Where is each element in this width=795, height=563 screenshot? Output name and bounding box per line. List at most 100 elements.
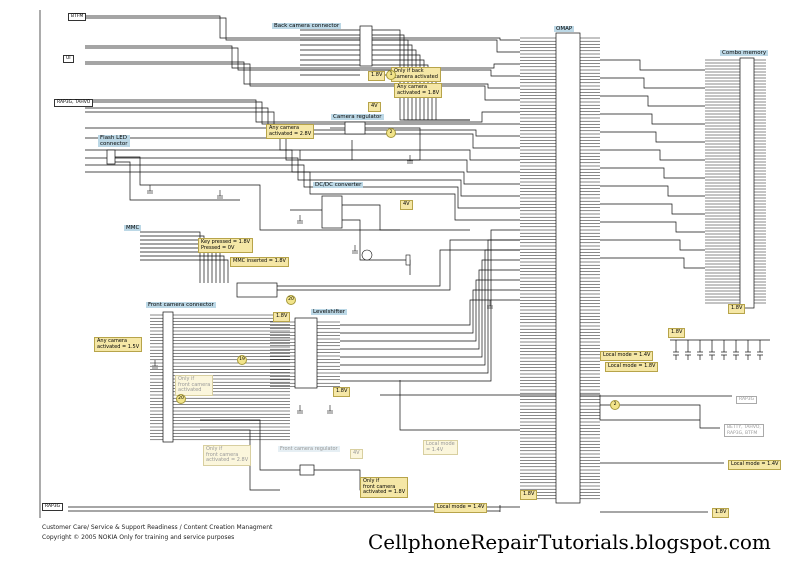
back-camera-connector-chip (359, 25, 373, 67)
front-regulator-chip (299, 464, 315, 476)
combo-memory-label: Combo memory (720, 50, 769, 56)
wire (340, 269, 520, 350)
wire (342, 219, 411, 275)
mmc-label: MMC (124, 225, 142, 231)
wire (85, 47, 520, 77)
mmc-socket (236, 282, 278, 298)
wire (380, 394, 700, 421)
wire (85, 101, 520, 125)
wire (140, 235, 205, 283)
front-camera-connector-label: Front camera connector (146, 302, 216, 308)
wire (85, 99, 520, 123)
tag-btfm-top: BTFM (68, 13, 87, 21)
wire (85, 63, 520, 101)
level-shifter-label: Levelshifter (311, 309, 348, 315)
wire (85, 164, 520, 209)
wire (600, 95, 705, 107)
wire (340, 229, 520, 382)
dc-dc-converter-chip (321, 195, 343, 229)
wire (115, 156, 470, 231)
wire (85, 111, 520, 149)
combo-memory-chip (739, 57, 755, 309)
tag-betty-tahvo-rap3g-btfm: BETTY, TAHVO, RAP3G, BTFM (724, 424, 764, 437)
tag-ui: UI (63, 55, 74, 63)
voltage-combo-1-8v: 1.8V (728, 304, 746, 314)
wire (85, 149, 520, 185)
note-only-if-front-camera: Only if front camera activated (175, 375, 214, 396)
wire (140, 247, 217, 283)
note-local-mode-ghost: Local mode = 1.4V (423, 440, 458, 455)
voltage-bottom-omap-1-8v: 1.8V (520, 490, 538, 500)
wiring (39, 10, 770, 518)
wire (399, 380, 520, 431)
wire (85, 137, 520, 173)
wire (200, 419, 300, 471)
tag-rap3g-bottom: RAP3G (42, 503, 64, 511)
voltage-back-4v: 4V (368, 102, 381, 112)
wire (340, 279, 520, 342)
wire (342, 204, 400, 231)
resistor (405, 254, 411, 266)
wire (600, 257, 705, 269)
note-local-mode-1-4v-a: Local mode = 1.4V (600, 351, 654, 361)
wire (277, 239, 520, 291)
wire (340, 299, 520, 326)
tag-rap3g-right: RAP3G (736, 396, 758, 404)
voltage-dcdc-4v: 4V (400, 200, 413, 210)
voltage-mid-1-8v: 1.8V (333, 387, 351, 397)
voltage-front-4v: 4V (350, 449, 363, 459)
note-local-mode-1-4v-c: Local mode = 1.4V (434, 503, 488, 513)
footer-line-1: Customer Care/ Service & Support Readine… (42, 524, 273, 531)
wire (115, 161, 240, 201)
wire (600, 77, 705, 89)
footer-line-2: Copyright © 2005 NOKIA Only for training… (42, 534, 235, 541)
dc-dc-converter-label: DC/DC converter (313, 182, 364, 188)
front-camera-connector-chip (162, 311, 174, 443)
blog-watermark: CellphoneRepairTutorials.blogspot.com (368, 530, 771, 554)
components (147, 155, 493, 414)
wire (140, 255, 225, 283)
wire (600, 185, 705, 197)
marker-1: 1 (386, 70, 396, 80)
note-key-pressed: Key pressed = 1.8V Pressed = 0V (198, 238, 254, 253)
camera-regulator-chip (344, 121, 366, 135)
marker-2: 2 (386, 128, 396, 138)
voltage-bottom-right-1-8v: 1.8V (712, 508, 730, 518)
voltage-right-1-8v: 1.8V (668, 328, 686, 338)
note-any-camera-1-8v: Any camera activated = 1.8V (394, 83, 443, 98)
wire (600, 221, 705, 233)
back-camera-connector-label: Back camera connector (272, 23, 342, 29)
wire (140, 231, 201, 283)
note-local-mode-1-8v: Local mode = 1.8V (605, 362, 659, 372)
flash-led-connector-label: Flash LED connector (98, 135, 130, 147)
wire (600, 404, 720, 429)
level-shifter-chip (294, 317, 318, 389)
note-only-if-front-camera-1-8v: Only if front camera activated = 1.8V (360, 477, 409, 498)
wire (600, 167, 705, 179)
wire (600, 131, 705, 143)
omap-label: OMAP (554, 26, 575, 32)
note-any-camera-1-5v: Any camera activated = 1.5V (94, 337, 143, 352)
marker-20b: 20 (176, 394, 186, 404)
wire (85, 61, 520, 89)
pin-rows (150, 37, 766, 500)
note-only-if-back-camera: Only if back camera activated (391, 67, 441, 82)
wire (340, 249, 520, 366)
wire (277, 249, 520, 287)
wire (340, 259, 520, 358)
voltage-back-1-8v: 1.8V (368, 71, 386, 81)
voltage-level-1-8v: 1.8V (273, 312, 291, 322)
omap-chip (555, 32, 581, 504)
wire (299, 150, 352, 161)
wire (140, 259, 229, 283)
wire (600, 239, 705, 251)
note-any-camera-2-8v: Any camera activated = 2.8V (266, 124, 315, 139)
note-mmc-inserted: MMC inserted = 1.8V (230, 257, 289, 267)
camera-regulator-label: Camera regulator (331, 114, 384, 120)
marker-19: 19 (237, 355, 247, 365)
wire (365, 127, 421, 160)
wire (600, 203, 705, 215)
wire (85, 45, 520, 69)
flash-led-connector-chip (106, 149, 116, 165)
